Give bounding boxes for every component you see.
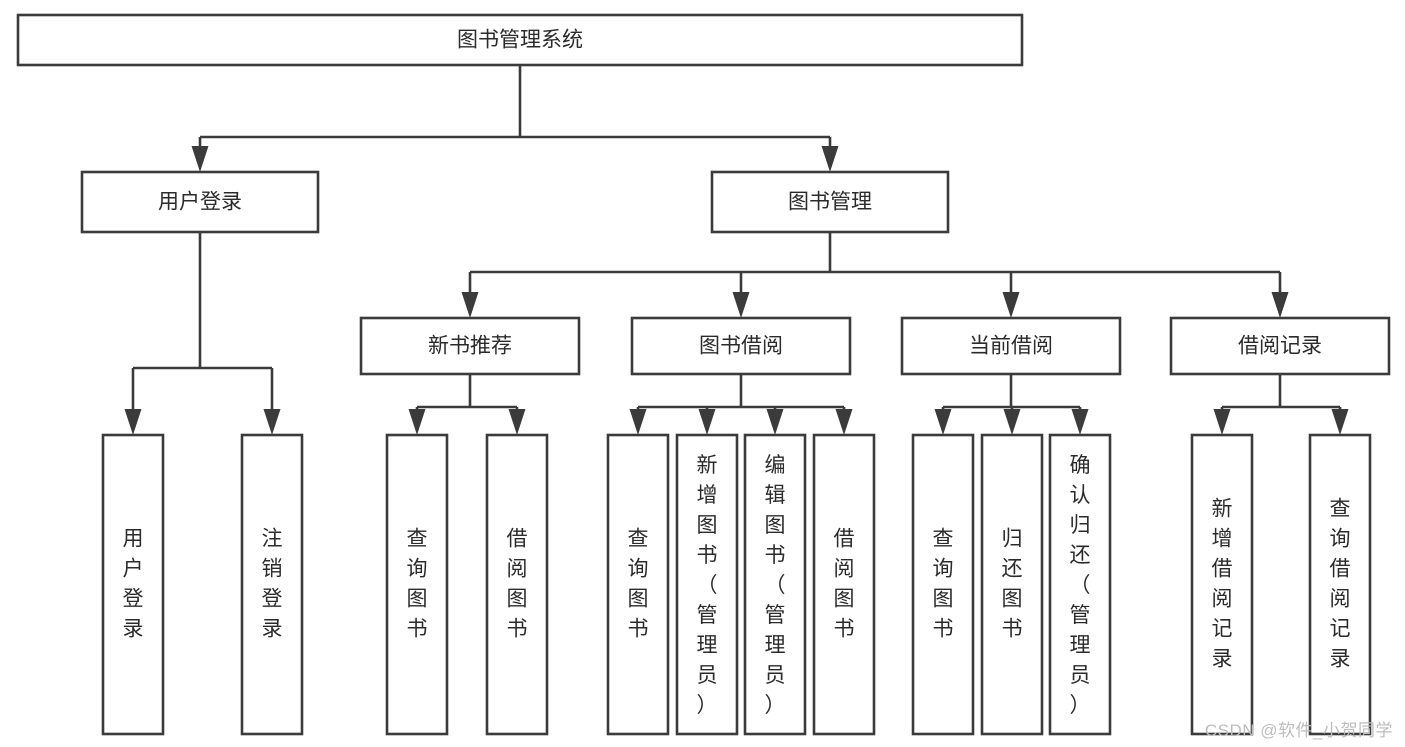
node-new-book-rec[interactable]: 新书推荐 bbox=[359, 316, 581, 376]
arrowhead-icon-book-manage bbox=[821, 146, 839, 172]
node-leaf-query-book-bb[interactable]: 查询图书 bbox=[606, 433, 670, 736]
arrowhead-icon-leaf-borrow-book-rec bbox=[508, 409, 526, 435]
node-leaf-borrow-book-rec[interactable]: 借阅图书 bbox=[485, 433, 549, 736]
node-box-leaf-user-login bbox=[101, 433, 165, 736]
node-box-current-borrow bbox=[900, 316, 1122, 376]
connectors-layer bbox=[124, 65, 1349, 435]
node-box-leaf-edit-book bbox=[743, 433, 807, 736]
node-book-manage[interactable]: 图书管理 bbox=[710, 170, 950, 234]
arrowhead-icon-borrow-record bbox=[1271, 292, 1289, 318]
node-box-leaf-query-book-rec bbox=[385, 433, 449, 736]
arrowhead-icon-book-borrow bbox=[732, 292, 750, 318]
node-leaf-return-book[interactable]: 归还图书 bbox=[980, 433, 1044, 736]
node-book-borrow[interactable]: 图书借阅 bbox=[630, 316, 852, 376]
node-box-borrow-record bbox=[1169, 316, 1391, 376]
arrowhead-icon-leaf-query-record bbox=[1331, 409, 1349, 435]
node-label-leaf-query-book-bb: 查询图书 bbox=[628, 528, 649, 641]
arrowhead-icon-leaf-query-book-cb bbox=[934, 409, 952, 435]
arrowhead-icon-leaf-confirm-return bbox=[1071, 409, 1089, 435]
arrowhead-icon-leaf-logout bbox=[263, 409, 281, 435]
node-box-leaf-borrow-book-bb bbox=[812, 433, 876, 736]
node-leaf-add-record[interactable]: 新增借阅记录 bbox=[1190, 433, 1254, 736]
node-label-leaf-query-book-cb: 查询图书 bbox=[933, 528, 954, 641]
node-label-leaf-return-book: 归还图书 bbox=[1002, 528, 1023, 641]
node-leaf-query-book-cb[interactable]: 查询图书 bbox=[911, 433, 975, 736]
node-label-leaf-add-record: 新增借阅记录 bbox=[1212, 498, 1233, 671]
node-leaf-query-record[interactable]: 查询借阅记录 bbox=[1308, 433, 1372, 736]
node-label-leaf-logout: 注销登录 bbox=[262, 528, 283, 641]
node-label-book-manage: 图书管理 bbox=[788, 191, 872, 214]
node-box-leaf-return-book bbox=[980, 433, 1044, 736]
node-label-book-borrow: 图书借阅 bbox=[699, 335, 783, 358]
node-leaf-borrow-book-bb[interactable]: 借阅图书 bbox=[812, 433, 876, 736]
arrowhead-icon-user-login bbox=[191, 146, 209, 172]
node-label-borrow-record: 借阅记录 bbox=[1238, 335, 1322, 358]
node-leaf-confirm-return[interactable]: 确认归还（管理员） bbox=[1048, 433, 1112, 736]
arrowhead-icon-leaf-query-book-rec bbox=[408, 409, 426, 435]
node-label-leaf-borrow-book-rec: 借阅图书 bbox=[507, 528, 528, 641]
node-box-leaf-query-book-bb bbox=[606, 433, 670, 736]
node-box-leaf-query-record bbox=[1308, 433, 1372, 736]
arrowhead-icon-new-book-rec bbox=[461, 292, 479, 318]
node-user-login[interactable]: 用户登录 bbox=[80, 170, 320, 234]
node-box-leaf-borrow-book-rec bbox=[485, 433, 549, 736]
arrowhead-icon-leaf-add-book bbox=[698, 409, 716, 435]
node-label-leaf-query-book-rec: 查询图书 bbox=[407, 528, 428, 641]
node-label-current-borrow: 当前借阅 bbox=[969, 335, 1053, 358]
arrowhead-icon-leaf-query-book-bb bbox=[629, 409, 647, 435]
arrowhead-icon-current-borrow bbox=[1002, 292, 1020, 318]
node-leaf-edit-book[interactable]: 编辑图书（管理员） bbox=[743, 433, 807, 736]
node-box-leaf-confirm-return bbox=[1048, 433, 1112, 736]
node-label-leaf-query-record: 查询借阅记录 bbox=[1330, 498, 1351, 671]
node-label-leaf-confirm-return: 确认归还（管理员） bbox=[1070, 454, 1091, 717]
node-box-leaf-logout bbox=[240, 433, 304, 736]
arrowhead-icon-leaf-user-login bbox=[124, 409, 142, 435]
node-label-user-login: 用户登录 bbox=[158, 191, 242, 214]
node-borrow-record[interactable]: 借阅记录 bbox=[1169, 316, 1391, 376]
node-box-book-manage bbox=[710, 170, 950, 234]
node-label-leaf-edit-book: 编辑图书（管理员） bbox=[765, 454, 786, 717]
node-label-leaf-user-login: 用户登录 bbox=[123, 528, 144, 641]
node-box-leaf-add-record bbox=[1190, 433, 1254, 736]
arrowhead-icon-leaf-borrow-book-bb bbox=[835, 409, 853, 435]
node-leaf-user-login[interactable]: 用户登录 bbox=[101, 433, 165, 736]
node-leaf-query-book-rec[interactable]: 查询图书 bbox=[385, 433, 449, 736]
node-root[interactable]: 图书管理系统 bbox=[16, 13, 1024, 67]
node-box-new-book-rec bbox=[359, 316, 581, 376]
arrowhead-icon-leaf-add-record bbox=[1213, 409, 1231, 435]
nodes-layer: 图书管理系统用户登录图书管理新书推荐图书借阅当前借阅借阅记录用户登录注销登录查询… bbox=[16, 13, 1391, 736]
node-box-leaf-add-book bbox=[675, 433, 739, 736]
node-label-leaf-borrow-book-bb: 借阅图书 bbox=[834, 528, 855, 641]
node-leaf-logout[interactable]: 注销登录 bbox=[240, 433, 304, 736]
node-label-root: 图书管理系统 bbox=[457, 29, 583, 52]
node-label-leaf-add-book: 新增图书（管理员） bbox=[697, 454, 718, 717]
node-box-root bbox=[16, 13, 1024, 67]
node-label-new-book-rec: 新书推荐 bbox=[428, 335, 512, 358]
node-current-borrow[interactable]: 当前借阅 bbox=[900, 316, 1122, 376]
arrowhead-icon-leaf-return-book bbox=[1003, 409, 1021, 435]
node-box-book-borrow bbox=[630, 316, 852, 376]
node-leaf-add-book[interactable]: 新增图书（管理员） bbox=[675, 433, 739, 736]
node-box-leaf-query-book-cb bbox=[911, 433, 975, 736]
node-box-user-login bbox=[80, 170, 320, 234]
arrowhead-icon-leaf-edit-book bbox=[766, 409, 784, 435]
